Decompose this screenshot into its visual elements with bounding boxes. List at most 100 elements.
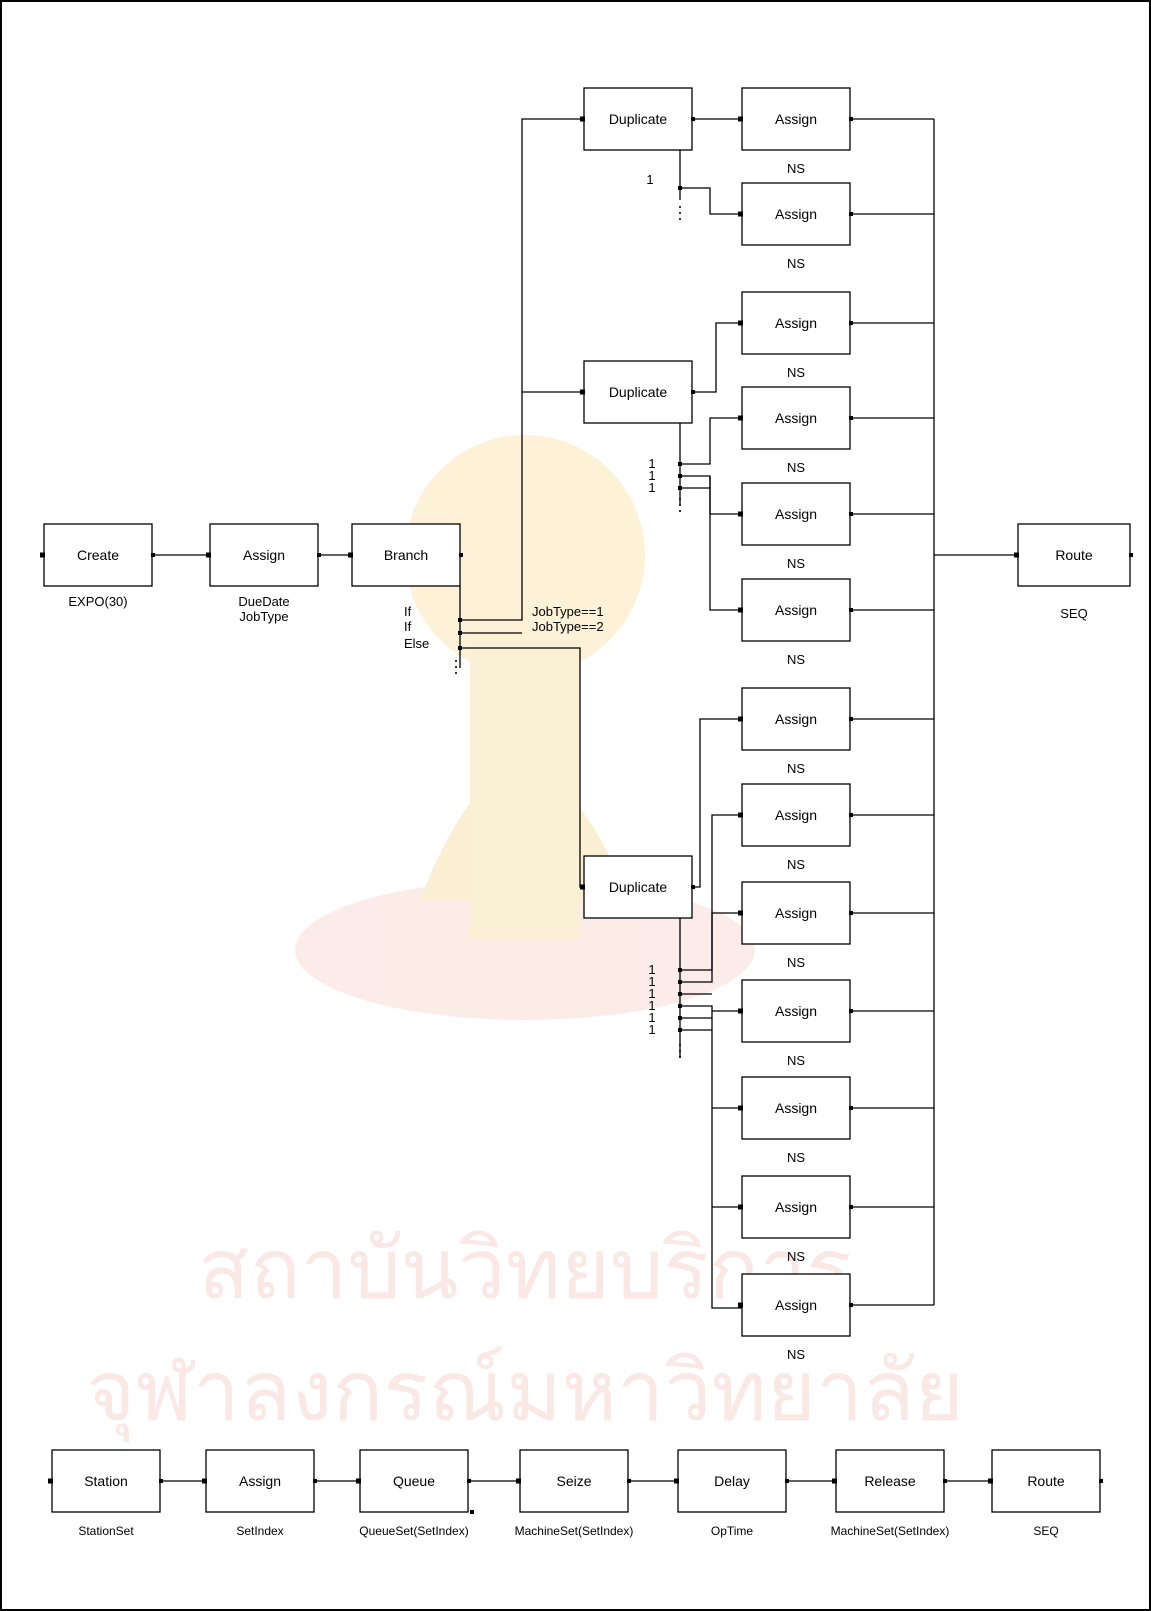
exit-port[interactable] (313, 1479, 317, 1483)
entry-port[interactable] (738, 717, 743, 722)
branch-module[interactable]: Branch (348, 524, 463, 586)
exit-port[interactable] (678, 980, 682, 984)
exit-port[interactable] (678, 486, 682, 490)
entry-port[interactable] (48, 1479, 53, 1484)
duplicate-module-3[interactable]: Duplicate (580, 856, 695, 918)
exit-port[interactable] (849, 1205, 853, 1209)
entry-port[interactable] (738, 1009, 743, 1014)
exit-port[interactable] (691, 117, 695, 121)
branch-if-2: If (404, 619, 412, 634)
exit-port[interactable] (849, 117, 853, 121)
exit-port[interactable] (678, 1028, 682, 1032)
assign-ns-caption: NS (787, 652, 805, 667)
exit-port[interactable] (467, 1479, 471, 1483)
row-module-queue-3[interactable]: Queue (356, 1450, 471, 1512)
route-module-top[interactable]: Route (1014, 524, 1133, 586)
exit-port[interactable] (678, 186, 682, 190)
entry-port[interactable] (516, 1479, 521, 1484)
exit-port[interactable] (151, 553, 155, 557)
exit-port[interactable] (458, 618, 462, 622)
entry-port[interactable] (738, 813, 743, 818)
row-module-seize-4[interactable]: Seize (516, 1450, 631, 1512)
exit-port[interactable] (691, 390, 695, 394)
entry-port[interactable] (738, 1106, 743, 1111)
exit-port[interactable] (678, 474, 682, 478)
exit-port[interactable] (159, 1479, 163, 1483)
assign-ns-module-13[interactable]: Assign (738, 1274, 853, 1336)
assign-ns-module-12-label: Assign (775, 1199, 817, 1215)
entry-port[interactable] (832, 1479, 837, 1484)
entry-port[interactable] (738, 911, 743, 916)
entry-port[interactable] (738, 321, 743, 326)
exit-port[interactable] (849, 321, 853, 325)
entry-port[interactable] (348, 553, 353, 558)
entry-port[interactable] (356, 1479, 361, 1484)
exit-port[interactable] (849, 1106, 853, 1110)
entry-port[interactable] (206, 553, 211, 558)
entry-port[interactable] (738, 416, 743, 421)
assign-ns-module-2[interactable]: Assign (738, 183, 853, 245)
assign-ns-module-6[interactable]: Assign (738, 579, 853, 641)
assign-ns-module-12[interactable]: Assign (738, 1176, 853, 1238)
entry-port[interactable] (988, 1479, 993, 1484)
exit-port[interactable] (849, 512, 853, 516)
entry-port[interactable] (738, 212, 743, 217)
exit-port[interactable] (849, 416, 853, 420)
exit-port[interactable] (678, 1004, 682, 1008)
assign-ns-module-1[interactable]: Assign (738, 88, 853, 150)
exit-port[interactable] (849, 212, 853, 216)
entry-port[interactable] (738, 117, 743, 122)
duplicate-module-2[interactable]: Duplicate (580, 361, 695, 423)
exit-port[interactable] (1099, 1479, 1103, 1483)
row-module-assign-2[interactable]: Assign (202, 1450, 317, 1512)
assign-ns-module-7[interactable]: Assign (738, 688, 853, 750)
entry-port[interactable] (580, 390, 585, 395)
exit-port[interactable] (849, 1009, 853, 1013)
assign-ns-caption: NS (787, 1150, 805, 1165)
assign-ns-module-5[interactable]: Assign (738, 483, 853, 545)
assign-ns-module-8[interactable]: Assign (738, 784, 853, 846)
exit-port[interactable] (678, 992, 682, 996)
create-module[interactable]: Create (40, 524, 155, 586)
exit-port[interactable] (849, 911, 853, 915)
assign-ns-module-9[interactable]: Assign (738, 882, 853, 944)
exit-port[interactable] (849, 813, 853, 817)
entry-port[interactable] (1014, 553, 1019, 558)
exit-port[interactable] (785, 1479, 789, 1483)
entry-port[interactable] (202, 1479, 207, 1484)
exit-port[interactable] (691, 885, 695, 889)
entry-port[interactable] (40, 553, 45, 558)
exit-port[interactable] (943, 1479, 947, 1483)
exit-port[interactable] (1129, 553, 1133, 557)
exit-port[interactable] (458, 631, 462, 635)
entry-port[interactable] (738, 1205, 743, 1210)
exit-port[interactable] (678, 1016, 682, 1020)
row-module-route-7[interactable]: Route (988, 1450, 1103, 1512)
exit-port[interactable] (627, 1479, 631, 1483)
row-module-release-6[interactable]: Release (832, 1450, 947, 1512)
entry-port[interactable] (738, 608, 743, 613)
exit-port[interactable] (317, 553, 321, 557)
entry-port[interactable] (738, 1303, 743, 1308)
duplicate-module-1[interactable]: Duplicate (580, 88, 695, 150)
create-caption: EXPO(30) (68, 594, 127, 609)
exit-port[interactable] (459, 553, 463, 557)
assign-attributes-module[interactable]: Assign (206, 524, 321, 586)
assign-ns-module-11[interactable]: Assign (738, 1077, 853, 1139)
exit-port[interactable] (849, 608, 853, 612)
entry-port[interactable] (738, 512, 743, 517)
assign-ns-module-4[interactable]: Assign (738, 387, 853, 449)
row-module-station-1[interactable]: Station (48, 1450, 163, 1512)
exit-port[interactable] (678, 968, 682, 972)
entry-port[interactable] (580, 117, 585, 122)
exit-port[interactable] (678, 462, 682, 466)
duplicate-module-1-label: Duplicate (609, 111, 668, 127)
row-module-delay-5[interactable]: Delay (674, 1450, 789, 1512)
exit-port[interactable] (849, 1303, 853, 1307)
entry-port[interactable] (674, 1479, 679, 1484)
exit-port[interactable] (849, 717, 853, 721)
entry-port[interactable] (580, 885, 585, 890)
assign-ns-module-10[interactable]: Assign (738, 980, 853, 1042)
exit-port[interactable] (458, 646, 462, 650)
assign-ns-module-3[interactable]: Assign (738, 292, 853, 354)
